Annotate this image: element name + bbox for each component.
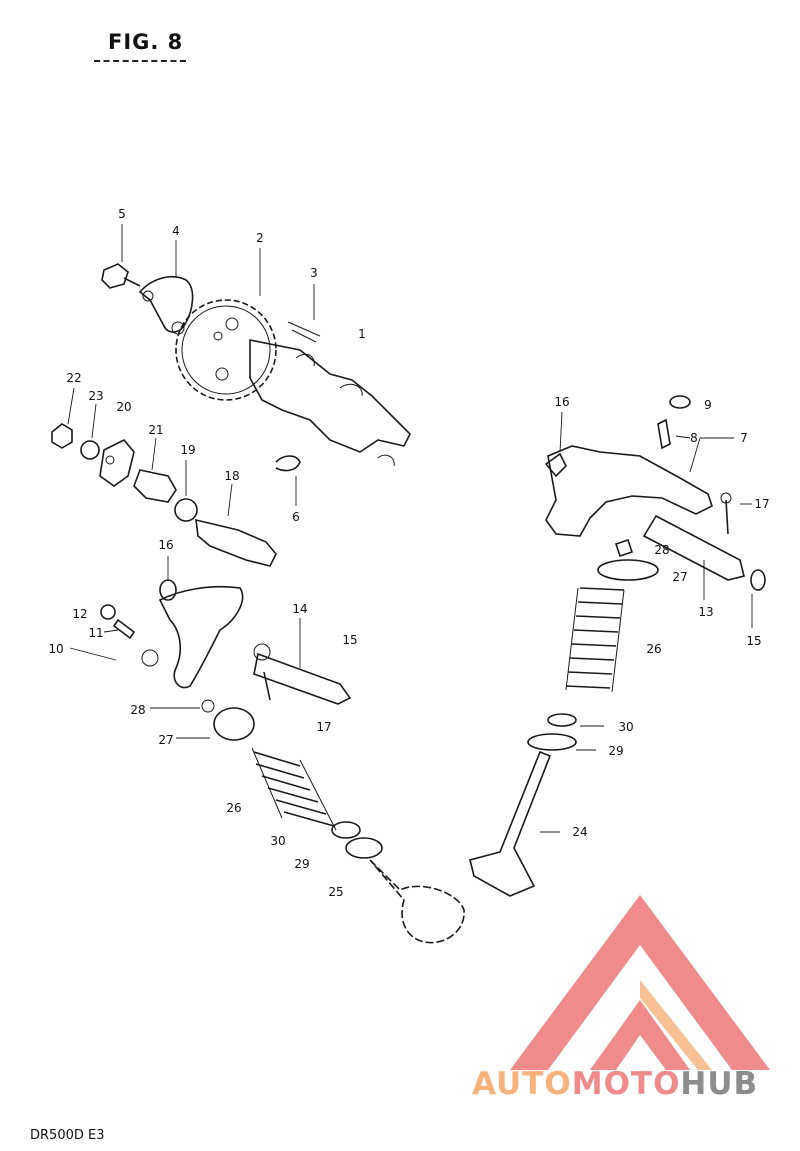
label-27-left: 27 xyxy=(158,733,174,747)
label-16-right: 16 xyxy=(554,395,570,409)
label-8: 8 xyxy=(690,431,698,445)
label-11: 11 xyxy=(88,626,104,640)
nut-9 xyxy=(669,395,691,409)
o-ring-15 xyxy=(750,569,766,591)
label-26-right: 26 xyxy=(646,642,662,656)
automotohub-wordmark: AUTOMOTOHUB xyxy=(472,1066,758,1102)
label-6: 6 xyxy=(292,510,300,524)
label-5: 5 xyxy=(118,207,126,221)
label-13: 13 xyxy=(698,605,714,619)
label-27-right: 27 xyxy=(672,570,688,584)
pin-6 xyxy=(275,455,301,472)
label-30-left: 30 xyxy=(270,834,286,848)
label-26-left: 26 xyxy=(226,801,242,815)
valve-spring-outer-right xyxy=(565,587,625,693)
seal-29b xyxy=(345,837,383,859)
valve-spring-left xyxy=(251,747,337,831)
dowel-pin xyxy=(287,321,321,343)
washer-28b xyxy=(201,699,215,713)
rocker-shaft-left xyxy=(253,652,352,705)
label-29-left: 29 xyxy=(294,857,310,871)
label-25: 25 xyxy=(328,885,344,899)
bolt-17b xyxy=(263,671,271,701)
rocker-shaft-right xyxy=(642,514,745,581)
label-19: 19 xyxy=(180,443,196,457)
label-29-right: 29 xyxy=(608,744,624,758)
seal-29 xyxy=(527,733,577,751)
label-28-right: 28 xyxy=(654,543,670,557)
wordmark-part-2: MOTO xyxy=(571,1066,681,1102)
valve-24 xyxy=(469,750,552,897)
label-17-right: 17 xyxy=(754,497,770,511)
figure-title: FIG. 8 xyxy=(108,30,184,54)
adjust-nut-16 xyxy=(544,452,567,478)
cam-chain-guide-plate xyxy=(138,276,194,333)
title-underline xyxy=(94,60,186,62)
camshaft xyxy=(249,339,411,453)
spring-seat-30 xyxy=(547,713,577,727)
cam-sprocket xyxy=(175,299,277,401)
model-code: DR500D E3 xyxy=(30,1128,105,1143)
retainer-27 xyxy=(597,559,659,581)
label-17-left: 17 xyxy=(316,720,332,734)
decomp-shaft xyxy=(195,518,277,567)
label-23: 23 xyxy=(88,389,104,403)
label-15-right: 15 xyxy=(746,634,762,648)
label-28-left: 28 xyxy=(130,703,146,717)
label-24: 24 xyxy=(572,825,588,839)
label-15-left: 15 xyxy=(342,633,358,647)
label-12: 12 xyxy=(72,607,88,621)
label-20: 20 xyxy=(116,400,132,414)
label-30-right: 30 xyxy=(618,720,634,734)
label-10: 10 xyxy=(48,642,64,656)
decomp-cam xyxy=(133,469,177,503)
oil-seal xyxy=(174,498,198,522)
label-4: 4 xyxy=(172,224,180,238)
wordmark-part-3: HUB xyxy=(680,1066,759,1102)
bolt-17 xyxy=(725,499,729,535)
label-21: 21 xyxy=(148,423,164,437)
washer xyxy=(80,440,100,460)
leader-lines xyxy=(67,224,753,833)
label-9: 9 xyxy=(704,398,712,412)
adjust-screw-11 xyxy=(112,618,136,640)
washer-28 xyxy=(614,538,634,558)
spring-seat-30b xyxy=(331,821,361,839)
wordmark-part-1: AUTO xyxy=(472,1066,572,1102)
retainer-27b xyxy=(213,707,255,741)
label-3: 3 xyxy=(310,266,318,280)
bolt xyxy=(101,263,141,289)
label-2: 2 xyxy=(256,231,264,245)
automotohub-logo-icon xyxy=(510,895,770,1070)
label-1: 1 xyxy=(358,327,366,341)
rocker-arm-left xyxy=(158,585,244,689)
label-16-left: 16 xyxy=(158,538,174,552)
nut-12 xyxy=(100,604,116,620)
label-22: 22 xyxy=(66,371,82,385)
rocker-arm-right xyxy=(545,445,713,537)
label-7: 7 xyxy=(740,431,748,445)
nut xyxy=(51,423,73,449)
cap-10 xyxy=(141,649,159,667)
decompression-lever xyxy=(99,439,135,487)
valve-25 xyxy=(369,859,465,944)
label-14: 14 xyxy=(292,602,308,616)
label-18: 18 xyxy=(224,469,240,483)
adjust-screw-8 xyxy=(657,418,671,450)
